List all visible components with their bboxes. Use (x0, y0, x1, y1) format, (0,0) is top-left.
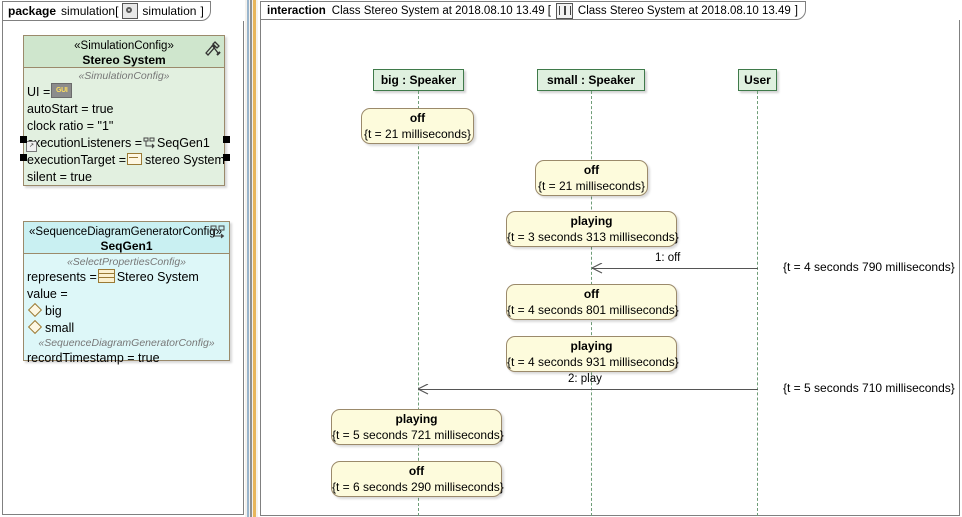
package-gear-icon (122, 3, 139, 19)
state-time: {t = 4 seconds 931 milliseconds} (507, 355, 679, 369)
seqgen-small-icon (143, 137, 156, 149)
package-keyword: package (8, 4, 57, 18)
interaction-keyword: interaction (267, 4, 326, 17)
state-time: {t = 6 seconds 290 milliseconds} (332, 480, 504, 494)
selection-handle-right-low[interactable] (223, 154, 230, 161)
bracket-open: [ (115, 4, 119, 18)
package-diagram-panel[interactable]: package simulation [ simulation ] «Simul… (0, 0, 245, 517)
property-record-timestamp: recordTimestamp = true (27, 351, 160, 365)
state-time: {t = 21 milliseconds} (537, 179, 646, 193)
selection-handle-left-mid[interactable] (20, 136, 27, 143)
state-time: {t = 3 seconds 313 milliseconds} (507, 230, 679, 244)
message-time-1: {t = 4 seconds 790 milliseconds} (783, 260, 955, 274)
splitter-line-gray (250, 0, 252, 517)
state-name: playing (570, 339, 613, 353)
panel-splitter[interactable] (245, 0, 258, 517)
property-represents-value: Stereo System (116, 270, 199, 284)
property-execution-target-value: stereo System (145, 153, 225, 167)
state-name: playing (395, 412, 438, 426)
property-silent: silent = true (27, 170, 92, 184)
property-execution-target-label: executionTarget = (27, 153, 127, 167)
part-icon (127, 153, 143, 165)
state-name: off (583, 163, 600, 177)
state-time: {t = 21 milliseconds} (363, 127, 472, 141)
package-name: simulation (61, 4, 116, 18)
state-box-small-off-2[interactable]: off {t = 4 seconds 801 milliseconds} (506, 284, 679, 320)
diamond-bullet-icon (27, 302, 43, 318)
seqgen-config-body: «SelectPropertiesConfig» represents = Ste… (24, 254, 229, 365)
value-item-small: small (27, 319, 226, 337)
seqgen-config-name: SeqGen1 (100, 239, 153, 253)
state-box-big-off-2[interactable]: off {t = 6 seconds 290 milliseconds} (331, 461, 504, 497)
gui-icon (51, 82, 73, 99)
simulation-config-header: «SimulationConfig» Stereo System (24, 36, 224, 68)
property-ui-label: UI = (27, 85, 51, 99)
lifeline-user (757, 91, 758, 516)
property-execution-target: ↗executionTarget = stereo System (26, 141, 225, 169)
interaction-icon-name: Class Stereo System at 2018.08.10 13.49 (577, 4, 791, 17)
selection-handle-left-low[interactable] (20, 154, 27, 161)
seqgen-icon (210, 225, 226, 240)
tools-icon[interactable] (204, 40, 221, 56)
interaction-icon (555, 2, 573, 19)
package-icon-name: simulation (142, 4, 197, 18)
simulation-config-body: «SimulationConfig» UI = autoStart = true… (24, 68, 225, 185)
interaction-bracket-open: [ (547, 4, 551, 17)
state-time: {t = 5 seconds 721 milliseconds} (332, 428, 504, 442)
seqgen-config-stereotype: «SequenceDiagramGeneratorConfig» (29, 226, 223, 238)
property-execution-listeners: executionListeners = SeqGen1 (27, 135, 221, 152)
message-line-1[interactable] (592, 268, 758, 269)
lifeline-head-big[interactable]: big : Speaker (373, 69, 464, 91)
property-autostart: autoStart = true (27, 102, 114, 116)
value-item-big: big (27, 302, 226, 320)
seqgen-config-header: «SequenceDiagramGeneratorConfig» SeqGen1 (24, 222, 229, 254)
state-box-small-playing-2[interactable]: playing {t = 4 seconds 931 milliseconds} (506, 336, 679, 372)
bracket-close: ] (200, 4, 204, 18)
seqgen-compartment-label-1: «SelectPropertiesConfig» (66, 256, 187, 268)
state-name: off (408, 464, 425, 478)
block-icon (97, 269, 115, 283)
property-ui: UI = (27, 82, 221, 101)
value-item-big-label: big (45, 304, 62, 318)
diamond-bullet-icon (27, 319, 43, 335)
state-name: off (409, 111, 426, 125)
property-represents-label: represents = (27, 270, 97, 284)
interaction-frame-tab: interaction Class Stereo System at 2018.… (260, 1, 806, 20)
property-represents: represents = Stereo System (27, 269, 226, 286)
state-box-small-playing-1[interactable]: playing {t = 3 seconds 313 milliseconds} (506, 211, 679, 247)
seqgen-compartment-label-2: «SequenceDiagramGeneratorConfig» (38, 337, 215, 349)
lifeline-big (418, 91, 419, 516)
message-line-2[interactable] (418, 389, 758, 390)
splitter-line-blue (247, 0, 249, 517)
simulation-config-name: Stereo System (82, 53, 166, 67)
state-box-small-off-1[interactable]: off {t = 21 milliseconds} (535, 160, 648, 196)
constraint-badge-icon: ↗ (26, 141, 37, 152)
simulation-config-stereotype: «SimulationConfig» (74, 40, 174, 52)
package-frame-tab: package simulation [ simulation ] (2, 1, 211, 21)
sequence-diagram-panel[interactable]: interaction Class Stereo System at 2018.… (258, 0, 962, 517)
lifeline-head-user[interactable]: User (738, 69, 777, 91)
state-time: {t = 4 seconds 801 milliseconds} (507, 303, 679, 317)
simulation-config-block[interactable]: «SimulationConfig» Stereo System «Simula… (20, 35, 230, 186)
interaction-name: Class Stereo System at 2018.08.10 13.49 (331, 4, 545, 17)
property-value: value = (27, 287, 68, 301)
state-box-big-playing-1[interactable]: playing {t = 5 seconds 721 milliseconds} (331, 409, 504, 445)
state-name: playing (570, 214, 613, 228)
lifeline-head-small[interactable]: small : Speaker (537, 69, 645, 91)
message-label-1: 1: off (655, 252, 681, 264)
state-box-big-off-1[interactable]: off {t = 21 milliseconds} (361, 108, 474, 144)
seqgen-config-block[interactable]: «SequenceDiagramGeneratorConfig» SeqGen1… (23, 221, 230, 365)
message-time-2: {t = 5 seconds 710 milliseconds} (783, 381, 955, 395)
state-name: off (583, 287, 600, 301)
splitter-line-orange (253, 0, 256, 517)
message-label-2: 2: play (568, 373, 602, 385)
property-execution-listeners-value: SeqGen1 (157, 136, 210, 150)
property-clock-ratio: clock ratio = "1" (27, 119, 114, 133)
interaction-bracket-close: ] (794, 4, 798, 17)
selection-handle-right-mid[interactable] (223, 136, 230, 143)
simulation-config-compartment-label: «SimulationConfig» (78, 70, 170, 82)
property-execution-listeners-label: executionListeners = (27, 136, 143, 150)
value-item-small-label: small (45, 321, 75, 335)
